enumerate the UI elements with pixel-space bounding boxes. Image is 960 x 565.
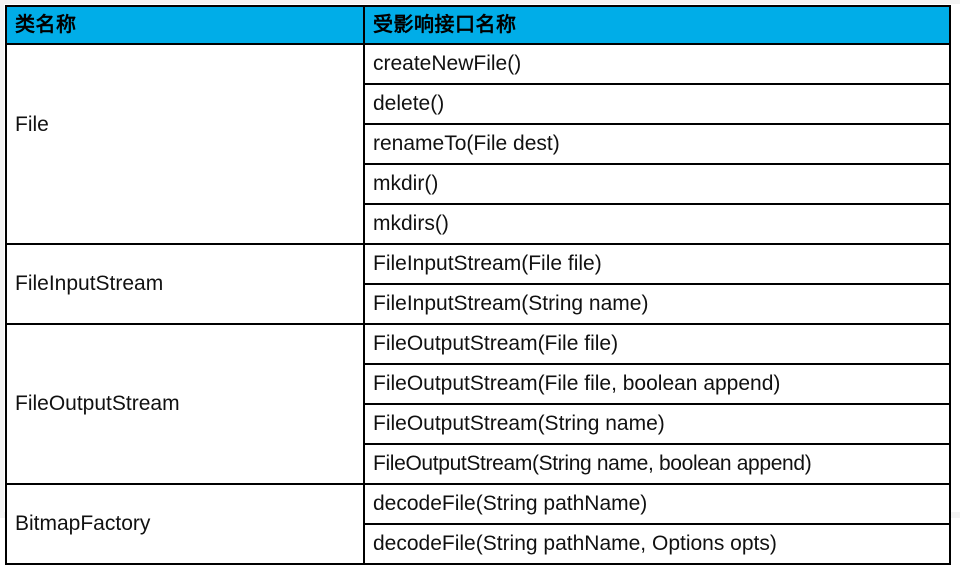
api-cell: FileInputStream(String name) <box>363 283 951 325</box>
api-cell: FileOutputStream(String name, boolean ap… <box>363 443 951 485</box>
table-row: mkdirs() <box>6 203 951 245</box>
affected-api-table: 类名称 受影响接口名称 File createNewFile() delete(… <box>5 5 951 565</box>
class-name-cell-file: File <box>5 43 365 245</box>
table-body: File createNewFile() delete() renameTo(F… <box>5 43 951 565</box>
api-cell: renameTo(File dest) <box>363 123 951 165</box>
table-row: FileOutputStream(File file, boolean appe… <box>6 363 951 405</box>
column-header-class-name: 类名称 <box>5 5 365 45</box>
table-row: BitmapFactory decodeFile(String pathName… <box>5 483 951 565</box>
scan-edge-top <box>0 0 960 4</box>
api-cell: FileOutputStream(File file) <box>363 323 951 365</box>
class-name-cell-bitmapfactory: BitmapFactory <box>5 483 365 565</box>
table-header-row: 类名称 受影响接口名称 <box>5 5 951 45</box>
api-cell: delete() <box>363 83 951 125</box>
api-cell: mkdirs() <box>363 203 951 245</box>
table-row: renameTo(File dest) <box>6 123 951 165</box>
scan-edge-left <box>0 0 4 518</box>
table-row: delete() <box>6 83 951 125</box>
table-row: FileOutputStream(String name, boolean ap… <box>6 443 951 485</box>
api-cell: FileOutputStream(File file, boolean appe… <box>363 363 951 405</box>
table-row: File createNewFile() <box>5 43 951 245</box>
api-cell: FileOutputStream(String name) <box>363 403 951 445</box>
api-cell: createNewFile() <box>363 43 951 85</box>
table-row: mkdir() <box>6 163 951 205</box>
api-cell: mkdir() <box>363 163 951 205</box>
class-name-cell-fileoutputstream: FileOutputStream <box>5 323 365 485</box>
table-row: FileOutputStream(String name) <box>6 403 951 445</box>
table-header: 类名称 受影响接口名称 <box>5 5 951 45</box>
class-name-cell-fileinputstream: FileInputStream <box>5 243 365 325</box>
api-cell: FileInputStream(File file) <box>363 243 951 285</box>
table-row: FileInputStream FileInputStream(File fil… <box>5 243 951 325</box>
api-cell: decodeFile(String pathName, Options opts… <box>363 523 951 565</box>
api-cell: decodeFile(String pathName) <box>363 483 951 525</box>
table-row: FileInputStream(String name) <box>6 283 951 325</box>
api-table-container: 类名称 受影响接口名称 File createNewFile() delete(… <box>5 5 951 565</box>
table-row: FileOutputStream FileOutputStream(File f… <box>5 323 951 485</box>
column-header-affected-api: 受影响接口名称 <box>363 5 951 45</box>
